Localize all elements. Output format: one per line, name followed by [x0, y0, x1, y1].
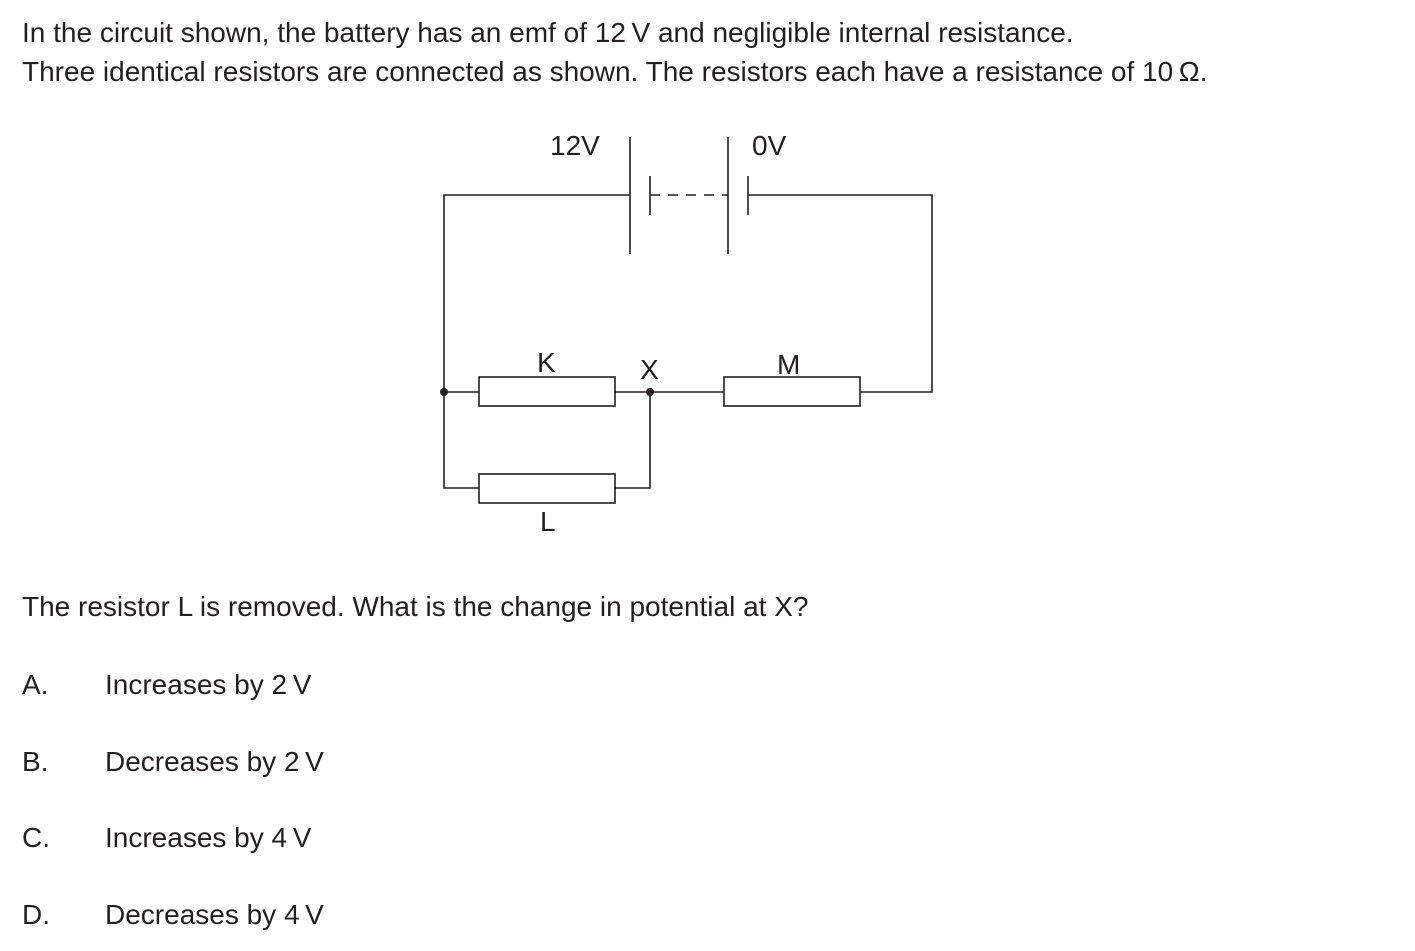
junction-left — [440, 388, 448, 396]
option-letter: B. — [22, 746, 49, 777]
label-x: X — [640, 354, 659, 385]
resistor-l — [478, 473, 616, 504]
label-0v: 0V — [752, 130, 787, 161]
option-text: Decreases by 4 V — [105, 899, 324, 930]
junction-x — [646, 388, 654, 396]
label-m: M — [777, 349, 800, 380]
question-text: The resistor L is removed. What is the c… — [22, 591, 809, 622]
wire-l-right — [615, 392, 651, 489]
option-text: Increases by 2 V — [105, 669, 312, 700]
option-text: Increases by 4 V — [105, 822, 312, 853]
option-text: Decreases by 2 V — [105, 746, 324, 777]
resistor-k — [478, 376, 616, 407]
label-l: L — [540, 506, 556, 537]
intro-line-1: In the circuit shown, the battery has an… — [22, 17, 1074, 48]
option-letter: C. — [22, 822, 50, 853]
option-letter: D. — [22, 899, 50, 930]
resistor-m — [723, 376, 861, 407]
label-12v: 12V — [550, 130, 600, 161]
option-letter: A. — [22, 669, 49, 700]
wire-left — [443, 194, 630, 489]
intro-line-2: Three identical resistors are connected … — [22, 56, 1208, 87]
wire-right — [748, 194, 933, 393]
label-k: K — [537, 347, 556, 378]
